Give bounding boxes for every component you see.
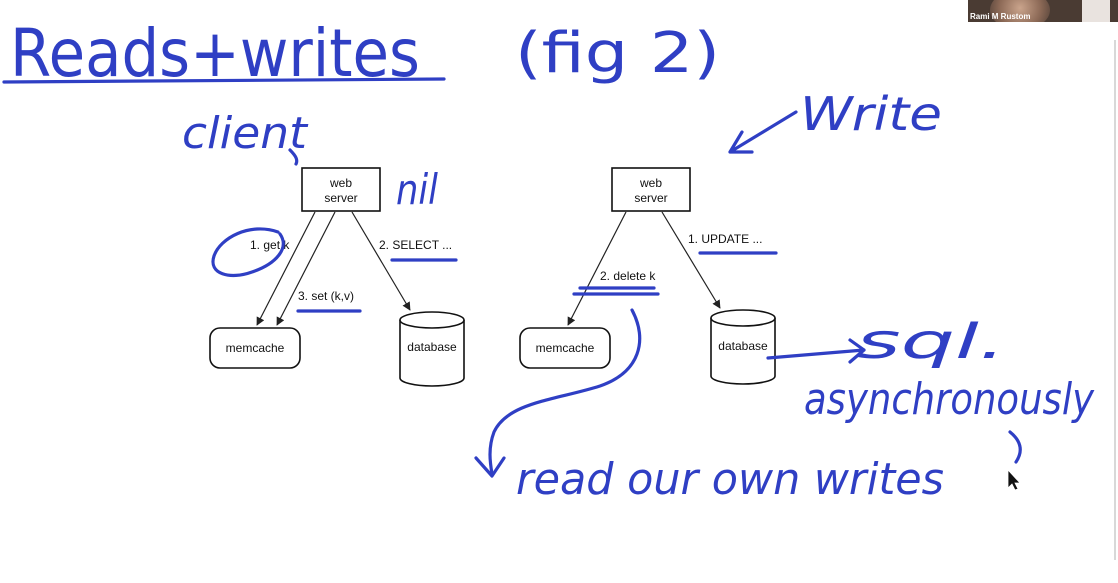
write-arrow [728, 110, 798, 154]
right-web-server-label-2: server [634, 191, 667, 205]
left-arrow-set [276, 211, 336, 326]
left-arrow-get [256, 211, 316, 326]
left-arrow-select [351, 211, 411, 311]
left-web-server-label-1: web [329, 176, 352, 190]
left-edge-set-label: 3. set (k,v) [298, 289, 354, 303]
left-web-server-label-2: server [324, 191, 357, 205]
left-web-server-box [301, 167, 381, 212]
client-line [288, 148, 299, 166]
handwritten-write: Write [800, 87, 942, 141]
right-edge-delete-label: 2. delete k [600, 269, 656, 283]
handwritten-sql: sql. [856, 314, 1006, 370]
title-underline [2, 77, 446, 84]
participant-video-tile[interactable]: Rami M Rustom [968, 0, 1118, 22]
left-memcache-label: memcache [226, 341, 285, 355]
right-memcache-label: memcache [536, 341, 595, 355]
right-arrow-delete [567, 211, 627, 326]
right-arrow-update [661, 211, 721, 309]
left-diagram: web server memcache database 1. get k 2.… [209, 167, 465, 387]
handwritten-async: asynchronously [804, 374, 1095, 425]
handwritten-fig: (fig 2) [515, 21, 720, 86]
own-writes-curve [488, 308, 642, 476]
right-memcache-box [519, 327, 611, 369]
right-edge-update-label: 1. UPDATE ... [688, 232, 762, 246]
handwritten-client: client [182, 108, 309, 159]
left-database-cylinder [399, 311, 465, 387]
async-tick [1008, 430, 1022, 464]
right-diagram: web server memcache database 1. UPDATE .… [519, 167, 776, 385]
right-web-server-box [611, 167, 691, 212]
left-edge-select-label: 2. SELECT ... [379, 238, 452, 252]
right-database-label: database [718, 339, 768, 353]
participant-background [1082, 0, 1110, 22]
database-to-sql-arrow [766, 338, 866, 364]
left-memcache-box [209, 327, 301, 369]
left-edge-get-label: 1. get k [250, 238, 290, 252]
scrollbar-edge[interactable] [1114, 40, 1116, 560]
handwritten-nil: nil [396, 165, 438, 214]
cursor-icon [1007, 468, 1021, 491]
handwritten-read-own-writes: read our own writes [516, 454, 944, 505]
get-circle [211, 227, 285, 278]
right-web-server-label-1: web [639, 176, 662, 190]
left-database-label: database [407, 340, 457, 354]
own-writes-arrowhead [474, 456, 506, 478]
participant-name: Rami M Rustom [970, 12, 1031, 21]
participant-face [990, 0, 1050, 22]
right-database-cylinder [710, 309, 776, 385]
